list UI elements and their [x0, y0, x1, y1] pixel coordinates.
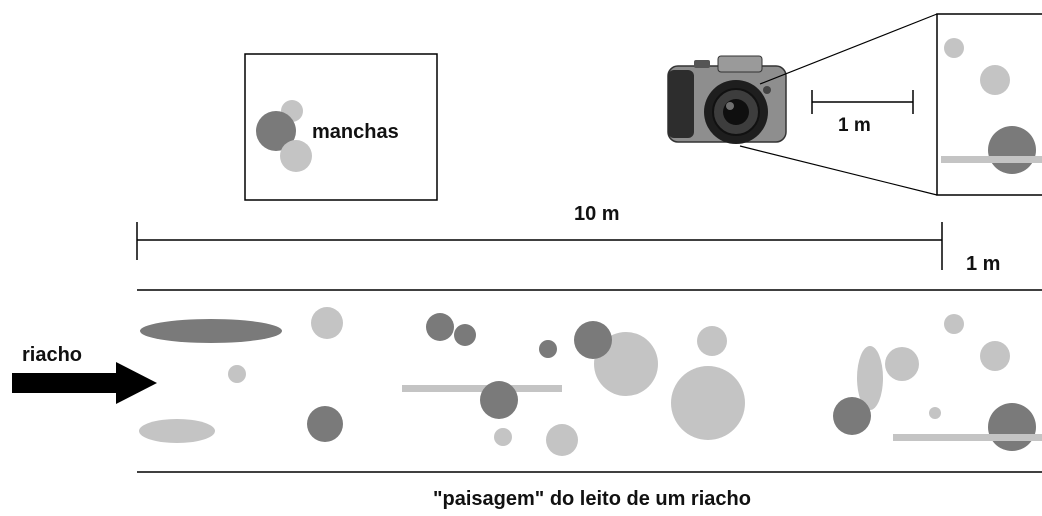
view-line-bottom	[739, 145, 938, 196]
camera-field-scale: 1 m	[811, 90, 914, 136]
patch	[480, 381, 518, 419]
caption: "paisagem" do leito de um riacho	[433, 488, 751, 510]
patch	[228, 365, 246, 383]
patch	[944, 314, 964, 334]
patch	[307, 406, 343, 442]
patch	[857, 346, 883, 410]
patch	[980, 341, 1010, 371]
patch	[697, 326, 727, 356]
patch	[454, 324, 476, 346]
patch	[885, 347, 919, 381]
view-line-top	[759, 13, 938, 85]
patch	[426, 313, 454, 341]
patch	[311, 307, 343, 339]
legend-patch-light	[280, 140, 312, 172]
ten-meter-scale: 10 m 1 m	[136, 203, 1000, 275]
one-meter-label: 1 m	[966, 253, 1000, 275]
patch	[929, 407, 941, 419]
streambed-patches	[139, 307, 1042, 456]
patch	[140, 319, 282, 343]
patch	[893, 434, 1042, 441]
arrow-right-icon	[12, 362, 157, 404]
camera-field-scale-label: 1 m	[838, 115, 871, 136]
stream-label: riacho	[22, 344, 82, 366]
patch	[402, 385, 562, 392]
legend-patch-dark	[256, 111, 296, 151]
zoomed-quadrat	[936, 13, 1042, 196]
ten-meter-label: 10 m	[574, 203, 620, 225]
patch	[139, 419, 215, 443]
patch	[546, 424, 578, 456]
patch	[494, 428, 512, 446]
patch	[671, 366, 745, 440]
patch	[539, 340, 557, 358]
patch	[833, 397, 871, 435]
legend-label: manchas	[312, 121, 399, 143]
patch	[988, 403, 1036, 451]
patch	[574, 321, 612, 359]
camera-icon	[667, 55, 787, 144]
legend-box: manchas	[244, 53, 438, 201]
